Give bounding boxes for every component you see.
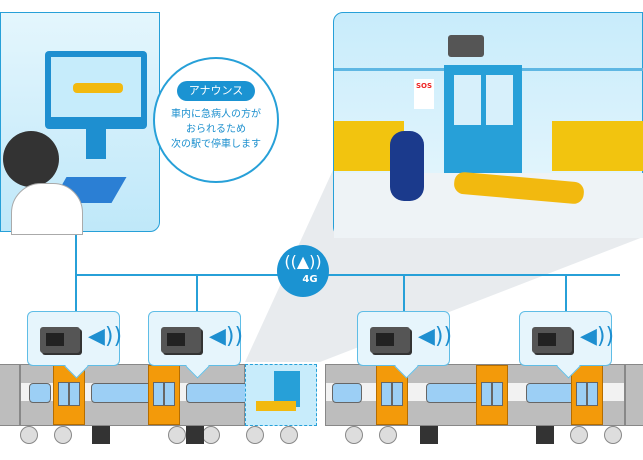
train-car — [0, 364, 20, 426]
speaker-device-icon — [370, 327, 410, 353]
operator-panel — [0, 12, 160, 235]
speaker-bubble: ◀)) — [357, 311, 453, 379]
highlighted-car — [245, 364, 317, 426]
speaker-device-icon — [448, 35, 484, 57]
speaker-bubble: ◀)) — [519, 311, 615, 379]
network-hub: ((▲)) 4G — [277, 245, 329, 297]
speaker-device-icon — [532, 327, 572, 353]
seat — [552, 121, 643, 171]
sound-wave-icon: ◀)) — [88, 324, 123, 349]
speaker-device-icon — [161, 327, 201, 353]
speaker-device-icon — [40, 327, 80, 353]
sound-wave-icon: ◀)) — [580, 324, 615, 349]
network-line — [565, 274, 567, 312]
speaker-bubble: ◀)) — [27, 311, 123, 379]
sound-wave-icon: ◀)) — [209, 324, 244, 349]
network-line — [75, 274, 620, 276]
announcement-line: おられるため — [186, 124, 246, 135]
kneeling-person-icon — [390, 131, 424, 201]
announcement-line: 次の駅で停車します — [171, 139, 261, 150]
announcement-bubble: アナウンス 車内に急病人の方が おられるため 次の駅で停車します — [153, 57, 279, 183]
network-line — [403, 274, 405, 312]
sound-wave-icon: ◀)) — [418, 324, 453, 349]
train-car — [625, 364, 643, 426]
network-label: 4G — [302, 274, 318, 285]
train-car — [20, 364, 248, 426]
network-line — [196, 274, 198, 312]
speaker-bubble: ◀)) — [148, 311, 244, 379]
train-car — [325, 364, 625, 426]
announcement-line: 車内に急病人の方が — [171, 109, 261, 120]
operator-person-icon — [3, 131, 59, 187]
sos-sign: SOS — [414, 79, 434, 109]
network-line — [75, 232, 77, 312]
announcement-title: アナウンス — [177, 81, 255, 101]
car-interior-panel: SOS — [333, 12, 643, 238]
monitor-icon — [45, 51, 147, 129]
cell-tower-icon: ((▲)) — [284, 252, 322, 271]
